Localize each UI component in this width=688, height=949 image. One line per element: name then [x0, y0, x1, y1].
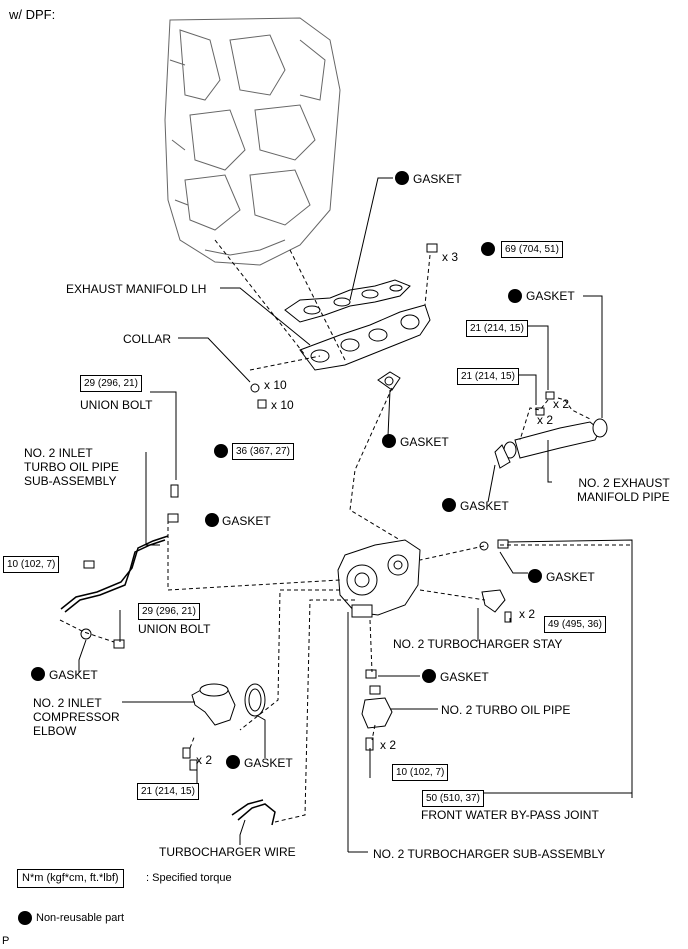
- turbocharger: [337, 539, 421, 618]
- qty-x10b: x 10: [271, 398, 294, 412]
- nonreusable-marker: [226, 755, 240, 769]
- nonreusable-marker-legend: [18, 911, 32, 925]
- engine-block: [164, 17, 341, 266]
- qty-x2b: x 2: [537, 413, 554, 427]
- label-gasket-pipe: GASKET: [460, 499, 509, 513]
- torque-10a: 10 (102, 7): [3, 556, 60, 573]
- manifold-nut: [426, 243, 438, 253]
- torque-50: 50 (510, 37): [422, 790, 484, 807]
- label-turbo-stay: NO. 2 TURBOCHARGER STAY: [393, 637, 563, 651]
- exhaust-manifold-lh: [299, 304, 431, 371]
- compressor-elbow: [191, 683, 236, 726]
- label-exhaust-pipe: NO. 2 EXHAUST MANIFOLD PIPE: [577, 476, 670, 504]
- label-union-bolt-1: UNION BOLT: [80, 398, 153, 412]
- elbow-gasket: [244, 683, 266, 717]
- turbo-right-gasket: [479, 539, 509, 551]
- label-gasket-turbo-right: GASKET: [546, 570, 595, 584]
- turbocharger-wire: [231, 799, 276, 826]
- nonreusable-marker: [214, 444, 228, 458]
- nonreusable-marker: [382, 434, 396, 448]
- torque-69: 69 (704, 51): [501, 241, 563, 258]
- torque-21b: 21 (214, 15): [457, 368, 519, 385]
- qty-x3: x 3: [442, 250, 459, 264]
- label-gasket-right-top: GASKET: [526, 289, 575, 303]
- torque-29a: 29 (296, 21): [80, 375, 142, 392]
- qty-x2e: x 2: [380, 738, 397, 752]
- torque-21a: 21 (214, 15): [466, 320, 528, 337]
- nonreusable-marker: [395, 171, 409, 185]
- label-gasket-oil: GASKET: [440, 670, 489, 684]
- torque-29b: 29 (296, 21): [138, 603, 200, 620]
- qty-x2d: x 2: [196, 753, 213, 767]
- turbo-oil-pipe: [361, 669, 393, 751]
- qty-x2c: x 2: [519, 607, 536, 621]
- turbo-stay: [481, 589, 512, 623]
- legend-nonreusable: Non-reusable part: [36, 912, 125, 924]
- qty-x2a: x 2: [553, 397, 570, 411]
- corner-mark: P: [2, 935, 10, 947]
- collar-parts: [250, 383, 267, 409]
- label-turbocharger-wire: TURBOCHARGER WIRE: [159, 845, 296, 859]
- torque-10b: 10 (102, 7): [392, 764, 449, 781]
- exhaust-pipe: [494, 391, 608, 469]
- inlet-pipe-parts: [80, 484, 179, 649]
- label-turbo-sub-assembly: NO. 2 TURBOCHARGER SUB-ASSEMBLY: [373, 847, 606, 861]
- page-header: w/ DPF:: [9, 7, 56, 22]
- manifold-gasket: [284, 279, 411, 323]
- label-gasket-top: GASKET: [413, 172, 462, 186]
- label-compressor-elbow: NO. 2 INLET COMPRESSOR ELBOW: [33, 696, 120, 738]
- inlet-oil-pipe: [60, 535, 169, 613]
- label-bypass-joint: FRONT WATER BY-PASS JOINT: [421, 808, 599, 822]
- label-gasket-elbow: GASKET: [244, 756, 293, 770]
- nonreusable-marker: [31, 667, 45, 681]
- label-exhaust-manifold: EXHAUST MANIFOLD LH: [66, 282, 207, 296]
- label-gasket-left-mid: GASKET: [222, 514, 271, 528]
- label-collar: COLLAR: [123, 332, 172, 346]
- label-union-bolt-2: UNION BOLT: [138, 622, 211, 636]
- nonreusable-marker: [508, 289, 522, 303]
- nonreusable-marker: [442, 498, 456, 512]
- label-gasket-left-bottom: GASKET: [49, 668, 98, 682]
- elbow-bolts: [182, 747, 198, 771]
- legend-unit-desc: : Specified torque: [146, 872, 232, 884]
- turbo-flange-gasket: [377, 371, 401, 391]
- torque-49: 49 (495, 36): [544, 616, 606, 633]
- qty-x10a: x 10: [264, 378, 287, 392]
- label-gasket-mid: GASKET: [400, 435, 449, 449]
- nonreusable-marker: [422, 669, 436, 683]
- torque-36: 36 (367, 27): [232, 443, 294, 460]
- legend-unit: N*m (kgf*cm, ft.*lbf): [17, 869, 124, 888]
- torque-21c: 21 (214, 15): [137, 783, 199, 800]
- nonreusable-marker: [481, 242, 495, 256]
- leader-lines: [78, 177, 633, 852]
- nonreusable-marker: [205, 513, 219, 527]
- nonreusable-marker: [528, 569, 542, 583]
- label-inlet-oil-pipe: NO. 2 INLET TURBO OIL PIPE SUB-ASSEMBLY: [24, 446, 119, 488]
- dashed-lines: [59, 239, 630, 823]
- label-turbo-oil-pipe: NO. 2 TURBO OIL PIPE: [441, 703, 571, 717]
